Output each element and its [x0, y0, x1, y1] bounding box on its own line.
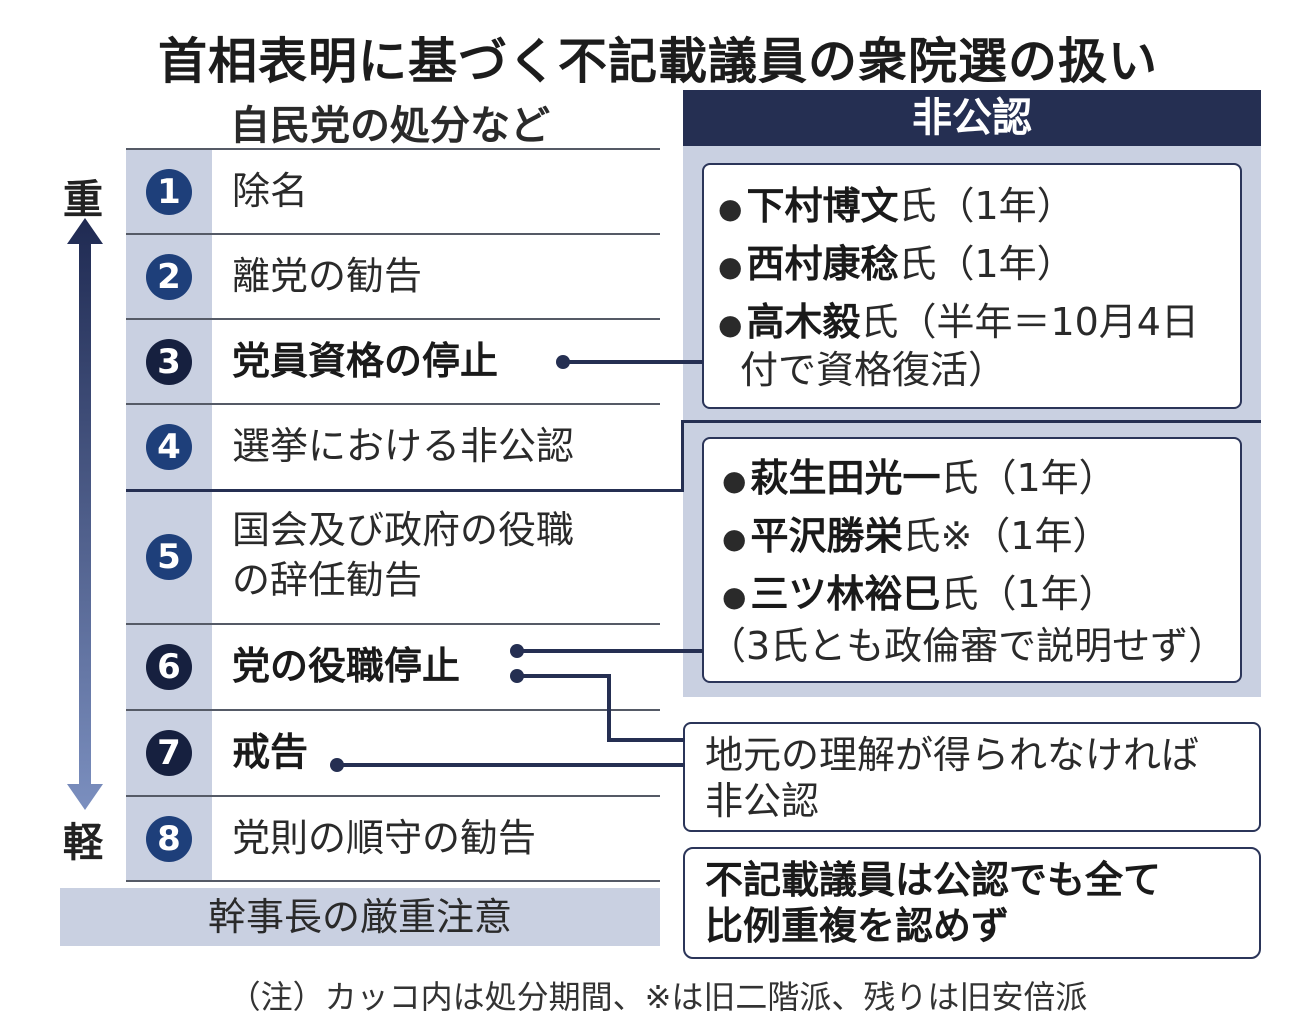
group-1-box: ●下村博文氏（1年） ●西村康稔氏（1年） ●高木毅氏（半年＝10月4日 付で資… [702, 163, 1242, 409]
group-2-box: ●萩生田光一氏（1年） ●平沢勝栄氏※（1年） ●三ツ林裕巳氏（1年） （3氏と… [702, 437, 1242, 683]
member-6: ●三ツ林裕巳氏（1年） [722, 572, 1117, 616]
member-4-name: 萩生田光一 [750, 456, 941, 500]
row-6: 6 党の役職停止 [126, 625, 660, 710]
chart-title: 首相表明に基づく不記載議員の衆院選の扱い [157, 33, 1158, 90]
row-label-7: 戒告 [232, 730, 309, 774]
member-1: ●下村博文氏（1年） [718, 184, 1075, 228]
member-3: ●高木毅氏（半年＝10月4日 [718, 300, 1199, 344]
row-2: 2 離党の勧告 [126, 235, 660, 320]
member-5-name: 平沢勝栄 [750, 514, 903, 558]
section-subtitle: 自民党の処分など [230, 103, 550, 149]
severity-arrow-icon [67, 218, 103, 810]
connector-6a [517, 649, 703, 653]
badge-2: 2 [146, 254, 192, 300]
member-2: ●西村康稔氏（1年） [718, 242, 1075, 286]
connector-6b-v [607, 674, 611, 742]
axis-light-label: 軽 [63, 820, 103, 866]
row-1: 1 除名 [126, 150, 660, 235]
no-dup-box: 不記載議員は公認でも全て 比例重複を認めず [683, 847, 1261, 959]
connector-4-top [681, 420, 1261, 423]
member-2-name: 西村康稔 [746, 242, 899, 286]
no-dup-line-2: 比例重複を認めず [705, 904, 1010, 948]
connector-4-h [126, 489, 683, 492]
conditional-line-2: 非公認 [705, 779, 820, 823]
row-label-5b: の辞任勧告 [232, 558, 423, 602]
connector-3 [563, 360, 703, 364]
member-4: ●萩生田光一氏（1年） [722, 456, 1117, 500]
badge-5: 5 [146, 534, 192, 580]
row-label-5: 国会及び政府の役職 [232, 508, 575, 552]
row-label-3: 党員資格の停止 [232, 339, 499, 383]
footnote: （注）カッコ内は処分期間、※は旧二階派、残りは旧安倍派 [228, 978, 1088, 1016]
member-3-cont: 付で資格復活） [740, 348, 1007, 392]
panel-header: 非公認 [683, 90, 1261, 146]
row-label-1: 除名 [232, 169, 309, 213]
connector-7 [337, 763, 685, 767]
row-label-6: 党の役職停止 [232, 644, 461, 688]
connector-4-v [681, 420, 684, 492]
badge-4: 4 [146, 424, 192, 470]
badge-7: 7 [146, 730, 192, 776]
badge-8: 8 [146, 816, 192, 862]
row-label-2: 離党の勧告 [232, 254, 423, 298]
row-label-4: 選挙における非公認 [232, 424, 575, 468]
group-2-note: （3氏とも政倫審で説明せず） [708, 624, 1227, 668]
row-label-8: 党則の順守の勧告 [232, 816, 537, 860]
axis-heavy-label: 重 [63, 177, 103, 223]
row-3: 3 党員資格の停止 [126, 320, 660, 405]
member-5: ●平沢勝栄氏※（1年） [722, 514, 1111, 558]
badge-1: 1 [146, 169, 192, 215]
member-1-name: 下村博文 [746, 184, 899, 228]
connector-6b-h [517, 674, 611, 678]
badge-6: 6 [146, 644, 192, 690]
badge-3: 3 [146, 339, 192, 385]
member-3-name: 高木毅 [746, 300, 861, 344]
notice-box: 幹事長の厳重注意 [60, 888, 660, 946]
row-8: 8 党則の順守の勧告 [126, 797, 660, 882]
conditional-box: 地元の理解が得られなければ 非公認 [683, 722, 1261, 832]
row-4: 4 選挙における非公認 [126, 405, 660, 490]
no-dup-line-1: 不記載議員は公認でも全て [705, 858, 1162, 902]
connector-6b-h2 [607, 738, 685, 742]
conditional-line-1: 地元の理解が得られなければ [705, 733, 1200, 777]
row-7: 7 戒告 [126, 711, 660, 796]
row-5: 5 国会及び政府の役職 の辞任勧告 [126, 492, 660, 623]
member-6-name: 三ツ林裕巳 [750, 572, 941, 616]
